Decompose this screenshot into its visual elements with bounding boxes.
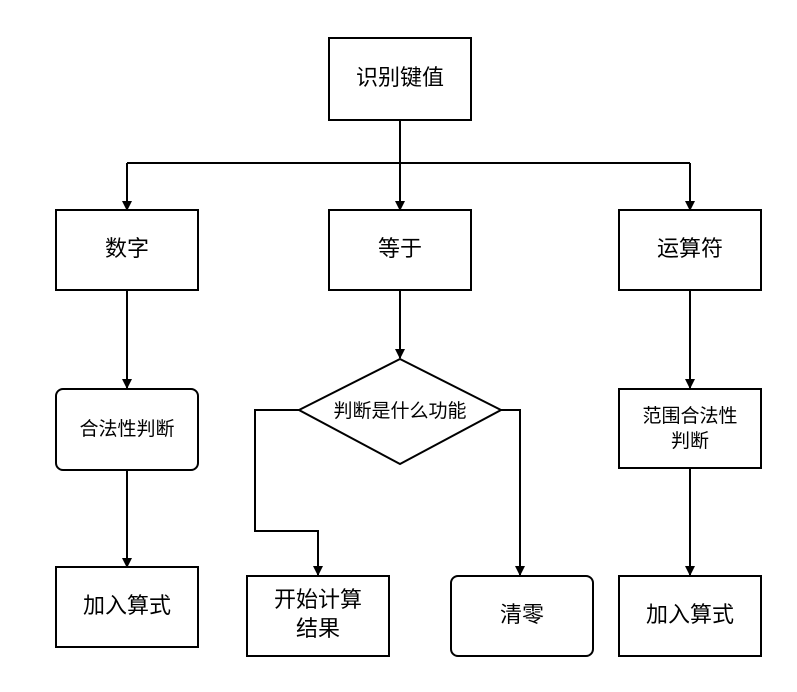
label-equals: 等于 bbox=[377, 236, 422, 262]
label-identify-key: 识别键值 bbox=[355, 65, 444, 91]
node-range-check bbox=[618, 388, 762, 469]
label-range-check: 范围合法性 判断 bbox=[642, 404, 738, 452]
node-add-expression-left bbox=[55, 566, 199, 648]
label-start-calc: 开始计算 结果 bbox=[273, 588, 362, 642]
node-equals bbox=[328, 209, 472, 291]
node-start-calc bbox=[246, 575, 390, 657]
node-digit bbox=[55, 209, 199, 291]
label-operator: 运算符 bbox=[656, 236, 723, 262]
node-operator bbox=[618, 209, 762, 291]
label-add-expression-left: 加入算式 bbox=[82, 593, 171, 619]
label-digit: 数字 bbox=[104, 236, 149, 262]
label-clear: 清零 bbox=[499, 602, 544, 628]
edge-decision-to-start bbox=[254, 409, 323, 576]
node-add-expression-right bbox=[618, 575, 762, 657]
label-validity-check: 合法性判断 bbox=[79, 418, 175, 441]
node-decision-function bbox=[296, 357, 504, 466]
edge-decision-to-clear bbox=[501, 409, 525, 576]
node-clear bbox=[450, 575, 594, 657]
node-identify-key bbox=[328, 37, 472, 121]
label-decision-function: 判断是什么功能 bbox=[333, 399, 467, 422]
node-validity-check bbox=[55, 388, 199, 471]
label-add-expression-right: 加入算式 bbox=[645, 602, 734, 628]
